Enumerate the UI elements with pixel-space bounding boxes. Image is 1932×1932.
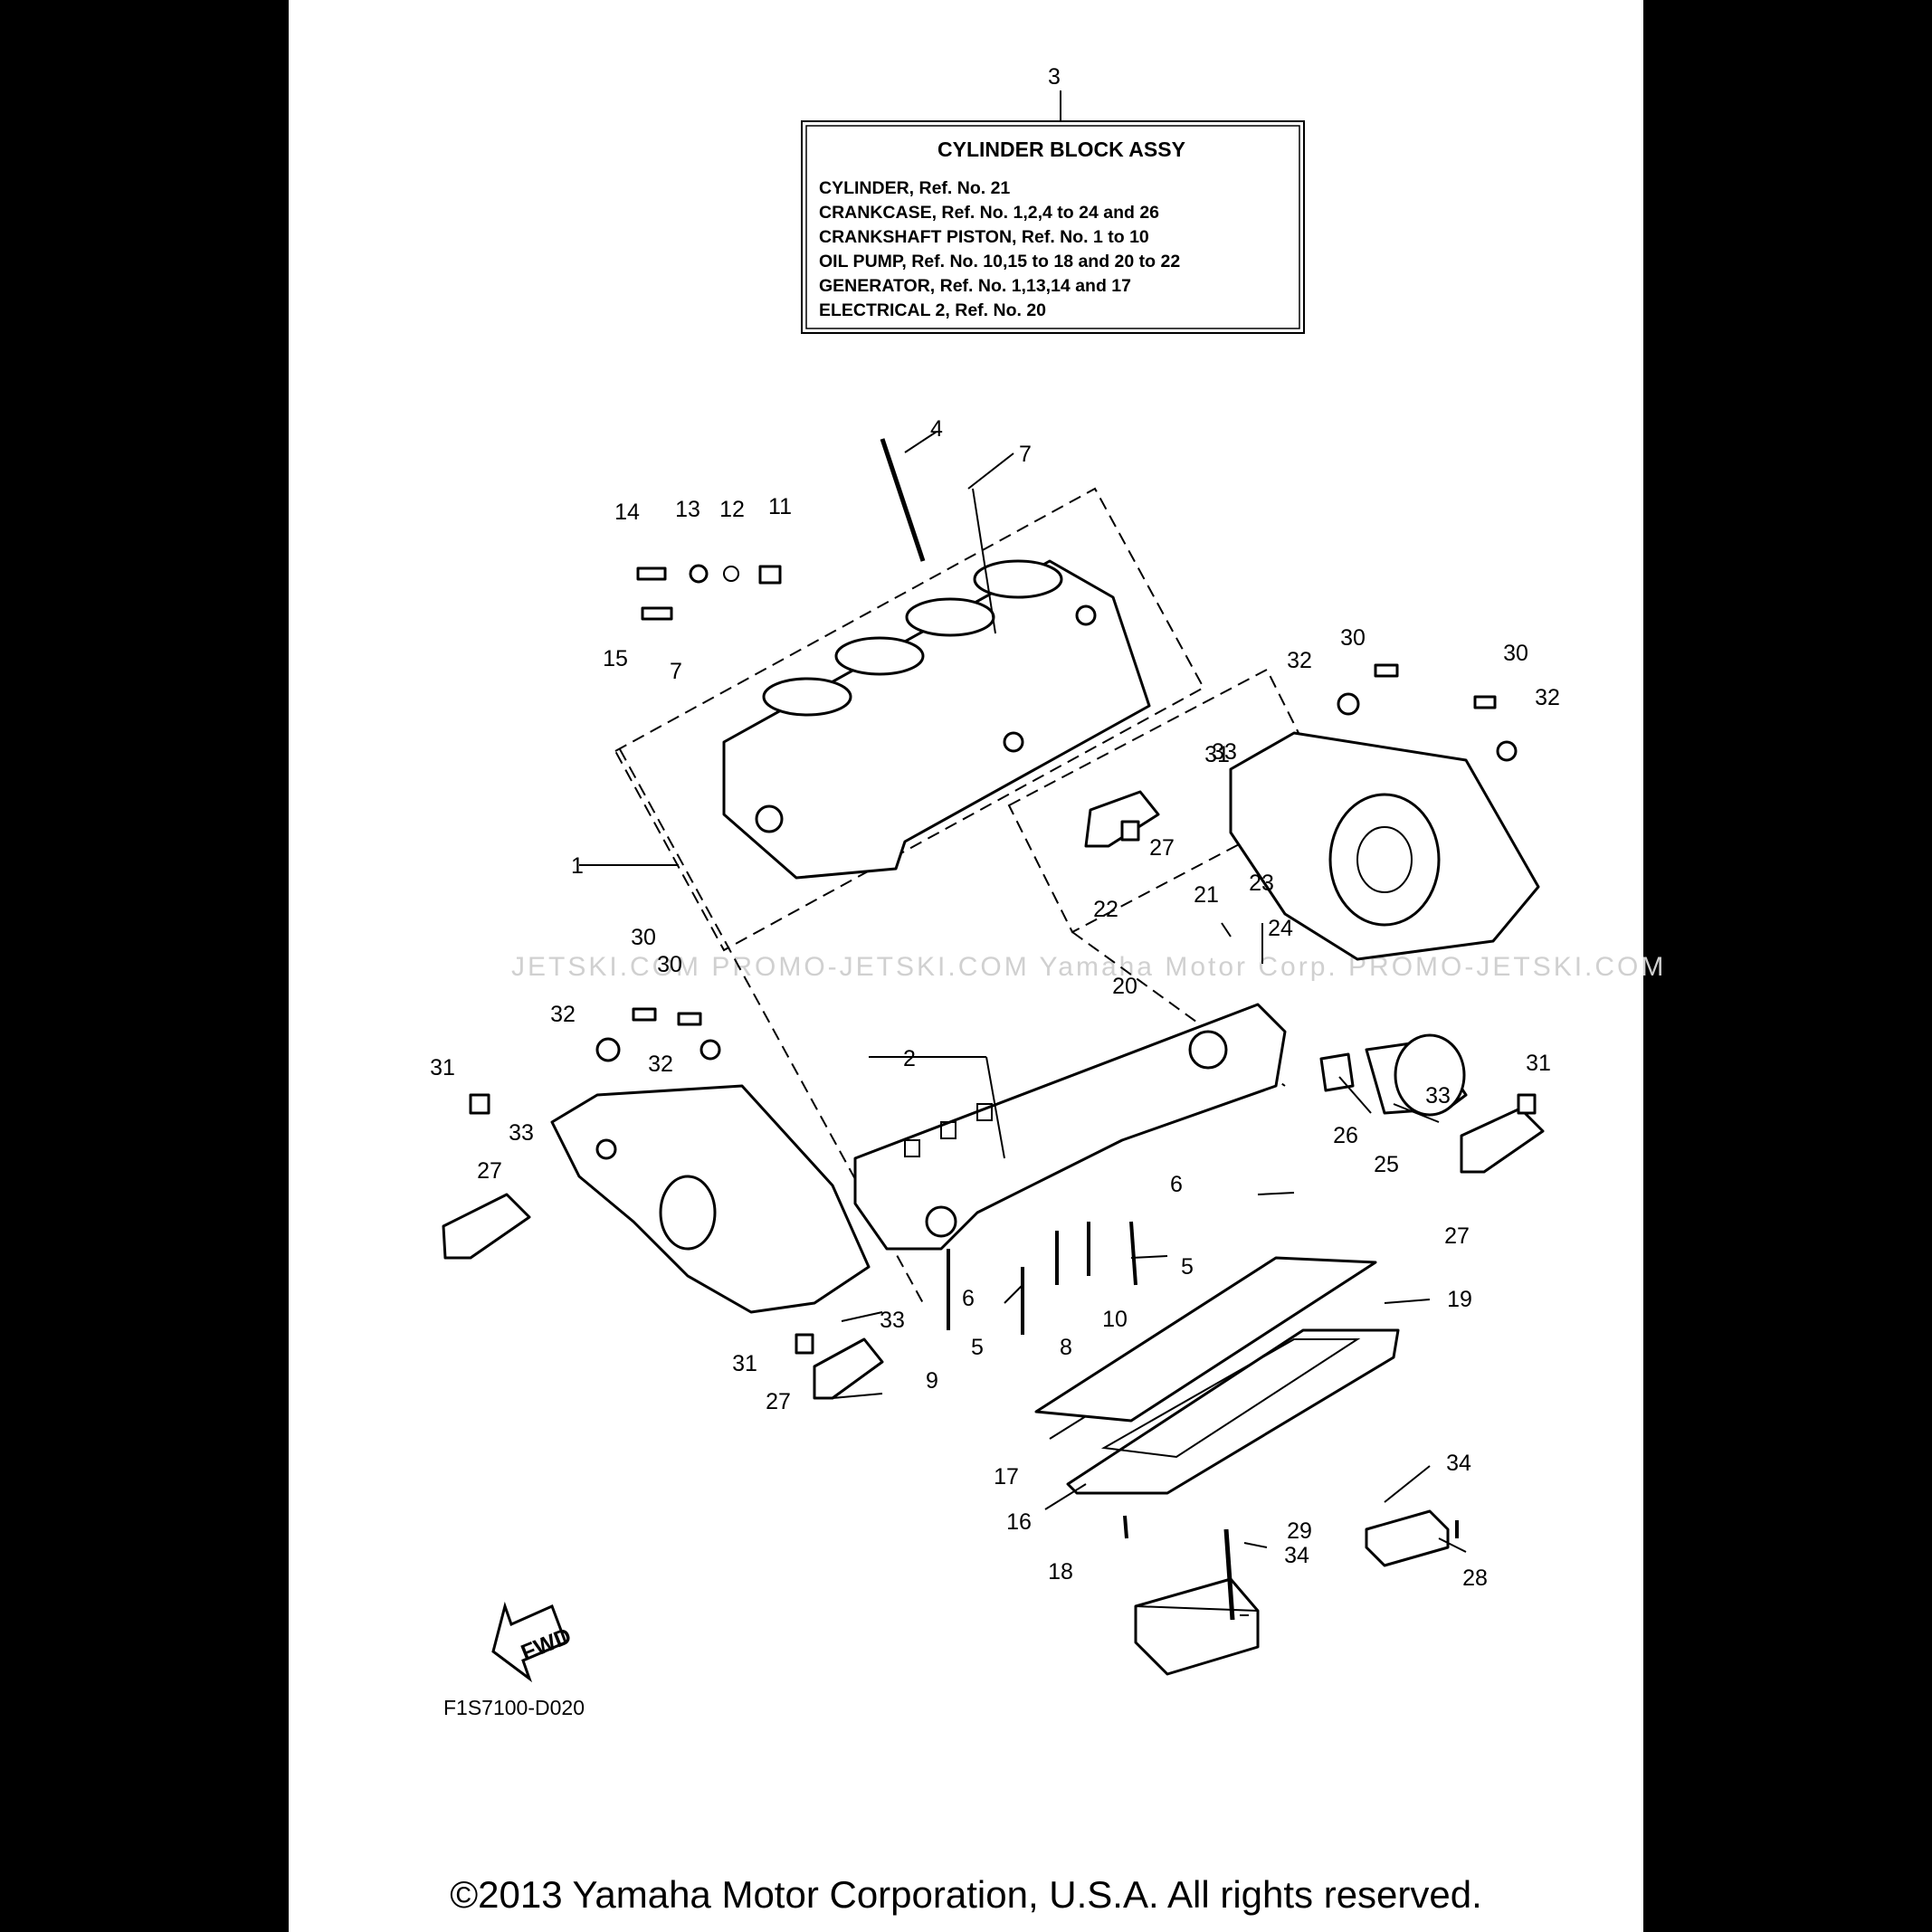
info-box-number: 3 [1048,64,1061,90]
info-box-line: CRANKSHAFT PISTON, Ref. No. 1 to 10 [819,227,1149,247]
callout-27: 27 [1149,835,1175,861]
callout-5: 5 [971,1335,984,1360]
callout-18: 18 [1048,1559,1073,1585]
info-box-line: OIL PUMP, Ref. No. 10,15 to 18 and 20 to… [819,252,1180,271]
callout-33: 33 [880,1308,905,1333]
callout-10: 10 [1102,1307,1128,1332]
info-box-line: ELECTRICAL 2, Ref. No. 20 [819,300,1046,320]
callout-7: 7 [1019,442,1032,467]
callout-15: 15 [603,646,628,671]
callout-12: 12 [719,497,745,522]
callout-34: 34 [1446,1451,1471,1476]
crankcase [853,1003,1287,1251]
callout-1: 1 [571,853,584,879]
callout-33: 33 [1212,739,1237,765]
callout-27: 27 [477,1158,502,1184]
callout-8: 8 [1060,1335,1072,1360]
cylinder-block [722,559,1151,880]
callout-numbers: 1245566778910111213141516171819202122232… [430,416,1560,1591]
left-margin [0,0,289,1932]
callout-17: 17 [994,1464,1019,1489]
callout-16: 16 [1006,1509,1032,1535]
gasket-oil-pan [1034,1256,1400,1495]
callout-31: 31 [732,1351,757,1376]
callout-30: 30 [1503,641,1528,666]
leader-lines [579,431,1467,1616]
callout-7: 7 [670,659,682,684]
watermark: JETSKI.COM PROMO-JETSKI.COM Yamaha Motor… [511,952,1666,982]
callout-33: 33 [509,1120,534,1146]
callout-31: 31 [1526,1051,1551,1076]
callout-11: 11 [768,494,792,519]
copyright-notice: ©2013 Yamaha Motor Corporation, U.S.A. A… [450,1873,1482,1916]
callout-32: 32 [648,1052,673,1077]
callout-32: 32 [1287,648,1312,673]
fwd-arrow: FWD [491,1601,575,1683]
callout-9: 9 [926,1368,938,1394]
callout-28: 28 [1462,1566,1488,1591]
callout-14: 14 [614,500,640,525]
callout-30: 30 [1340,625,1366,651]
callout-30: 30 [657,952,682,977]
info-box-line: GENERATOR, Ref. No. 1,13,14 and 17 [819,276,1131,296]
oil-filter [1319,1033,1468,1117]
callout-32: 32 [550,1002,576,1027]
callout-23: 23 [1249,871,1274,896]
callout-33: 33 [1425,1083,1451,1109]
figure-code: F1S7100-D020 [443,1696,585,1719]
callout-34: 34 [1284,1543,1309,1568]
callout-32: 32 [1535,685,1560,710]
callout-6: 6 [962,1286,975,1311]
callout-4: 4 [930,416,943,442]
callout-26: 26 [1333,1123,1358,1148]
callout-31: 31 [1204,742,1230,767]
callout-31: 31 [430,1055,455,1080]
right-cover [1229,731,1540,961]
callout-5: 5 [1181,1254,1194,1280]
callout-21: 21 [1194,882,1219,908]
callout-6: 6 [1170,1172,1183,1197]
info-box: 3 CYLINDER BLOCK ASSY CYLINDER, Ref. No.… [801,64,1305,334]
info-box-line: CRANKCASE, Ref. No. 1,2,4 to 24 and 26 [819,203,1159,223]
right-margin [1643,0,1932,1932]
engine-mounts [442,790,1545,1400]
callout-20: 20 [1112,974,1137,999]
callout-22: 22 [1093,897,1118,922]
callout-27: 27 [766,1389,791,1414]
callout-2: 2 [903,1046,916,1071]
callout-25: 25 [1374,1152,1399,1177]
info-box-line: CYLINDER, Ref. No. 21 [819,178,1010,198]
callout-24: 24 [1268,916,1293,941]
callout-27: 27 [1444,1223,1470,1249]
info-box-title: CYLINDER BLOCK ASSY [937,138,1185,161]
callout-19: 19 [1447,1287,1472,1312]
callout-29: 29 [1287,1518,1312,1544]
callout-13: 13 [675,497,700,522]
left-cover [550,1084,871,1314]
hardware [469,438,1537,1621]
protector-blocks [1134,1509,1450,1676]
callout-30: 30 [631,925,656,950]
